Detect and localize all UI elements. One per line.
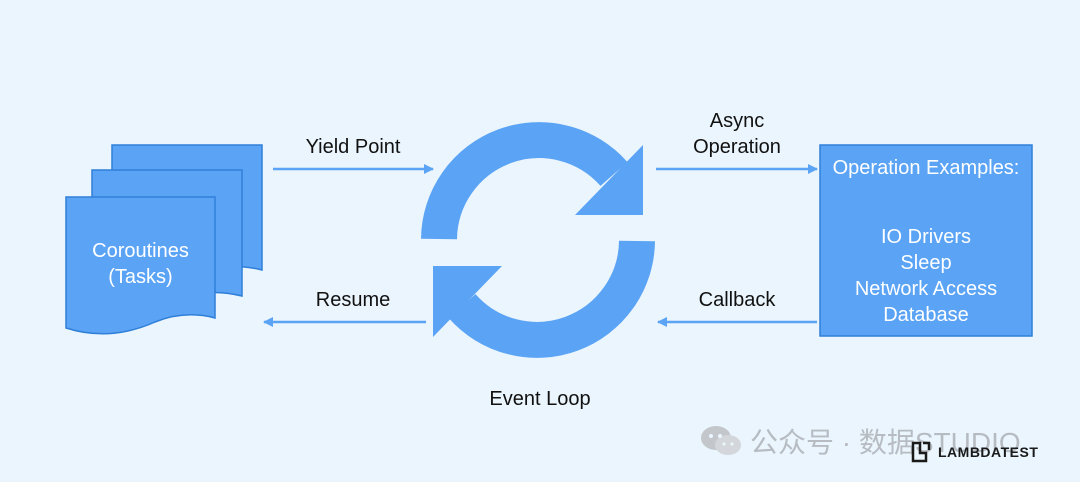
event-loop-refresh-icon (421, 122, 655, 358)
watermark: 公众号 · 数据STUDIO (700, 421, 1021, 461)
operation-box-title: Operation Examples: (832, 157, 1020, 179)
resume-label: Resume (315, 289, 391, 311)
coroutines-label: Coroutines (Tasks) (66, 238, 215, 290)
loop-arc-top (421, 122, 628, 240)
lambdatest-logo-icon (911, 441, 931, 463)
operation-examples-list: IO Drivers Sleep Network Access Database (820, 224, 1032, 328)
brand-name: LAMBDATEST (938, 444, 1039, 460)
wechat-bubble-icon (701, 426, 741, 455)
callback-label: Callback (698, 289, 776, 311)
coroutines-line2: (Tasks) (108, 266, 173, 288)
brand-logo: LAMBDATEST (910, 441, 1038, 463)
operation-item: IO Drivers (881, 226, 971, 248)
loop-arrowhead-top (575, 145, 643, 215)
task-page-front (65, 196, 216, 335)
async-line2: Operation (693, 136, 781, 158)
operation-box (819, 144, 1033, 337)
loop-arc-bottom (448, 240, 655, 358)
operation-item: Database (883, 304, 969, 326)
watermark-text: 公众号 · 数据STUDIO (750, 427, 1021, 458)
async-operation-label: Async Operation (663, 108, 811, 160)
coroutines-stack (65, 144, 263, 335)
yield-point-label: Yield Point (305, 136, 401, 158)
loop-arrowhead-bottom (433, 266, 502, 337)
coroutines-line1: Coroutines (92, 240, 189, 262)
async-line1: Async (709, 110, 765, 132)
event-loop-label: Event Loop (489, 388, 591, 410)
operation-item: Network Access (854, 278, 998, 300)
operation-item: Sleep (900, 252, 952, 274)
